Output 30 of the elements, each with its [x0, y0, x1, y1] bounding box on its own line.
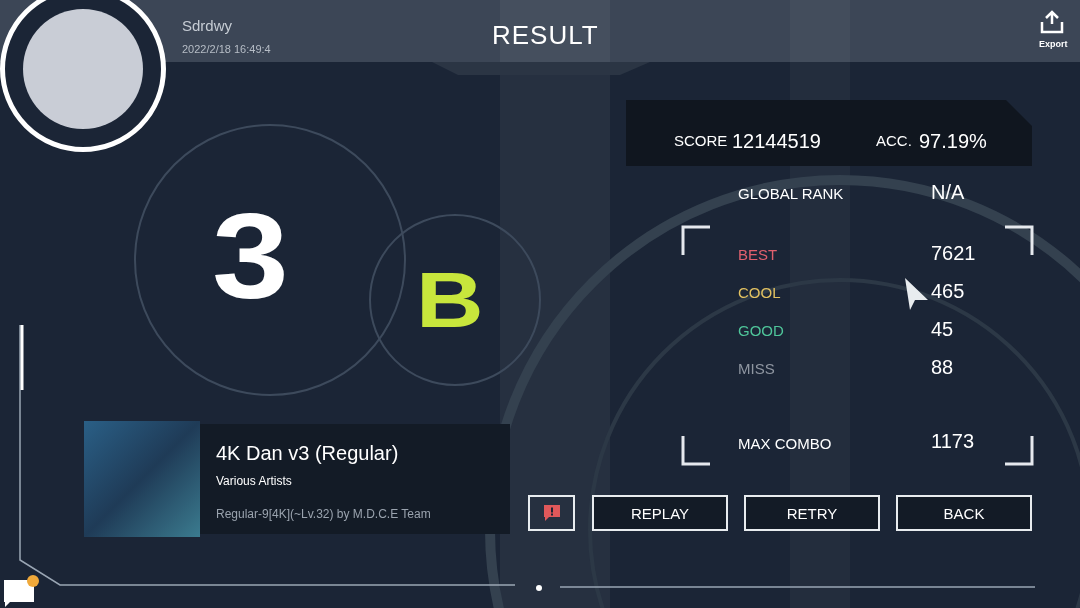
action-button: REPLAY [592, 495, 728, 531]
accuracy-value: 97.19% [919, 130, 987, 153]
grade-letter: B [416, 258, 484, 344]
judgement-label: BEST [738, 247, 778, 264]
stat-value: 45 [931, 318, 954, 340]
judgement-label: COOL [738, 285, 781, 302]
user-name: Sdrdwy [182, 18, 233, 35]
chart-info: Regular-9[4K](~Lv.32) by M.D.C.E Team [216, 507, 431, 521]
stat-label: ACC. [876, 132, 912, 149]
judgement-label: GOOD [738, 323, 784, 340]
stat-label: MAX COMBO [738, 436, 832, 453]
stat-label: SCORE [674, 132, 728, 149]
artist-name: Various Artists [216, 474, 292, 488]
action-button: BACK [896, 495, 1032, 531]
stat-value: N/A [931, 181, 965, 203]
song-title: 4K Dan v3 (Regular) [216, 442, 399, 465]
stat-value: 88 [931, 356, 954, 378]
export-label: Export [1039, 40, 1068, 50]
stat-label: GLOBAL RANK [738, 186, 844, 203]
stat-value: 7621 [931, 242, 976, 264]
score-panel [626, 100, 1032, 166]
timestamp: 2022/2/18 16:49:4 [182, 43, 271, 56]
action-button: RETRY [744, 495, 880, 531]
screen-title: RESULT [492, 20, 599, 51]
song-card [200, 424, 510, 534]
key-count: 3 [212, 190, 289, 322]
stat-value: 1173 [931, 430, 974, 452]
score-value: 12144519 [732, 130, 821, 153]
stat-value: 465 [931, 280, 965, 302]
judgement-label: MISS [738, 361, 775, 378]
